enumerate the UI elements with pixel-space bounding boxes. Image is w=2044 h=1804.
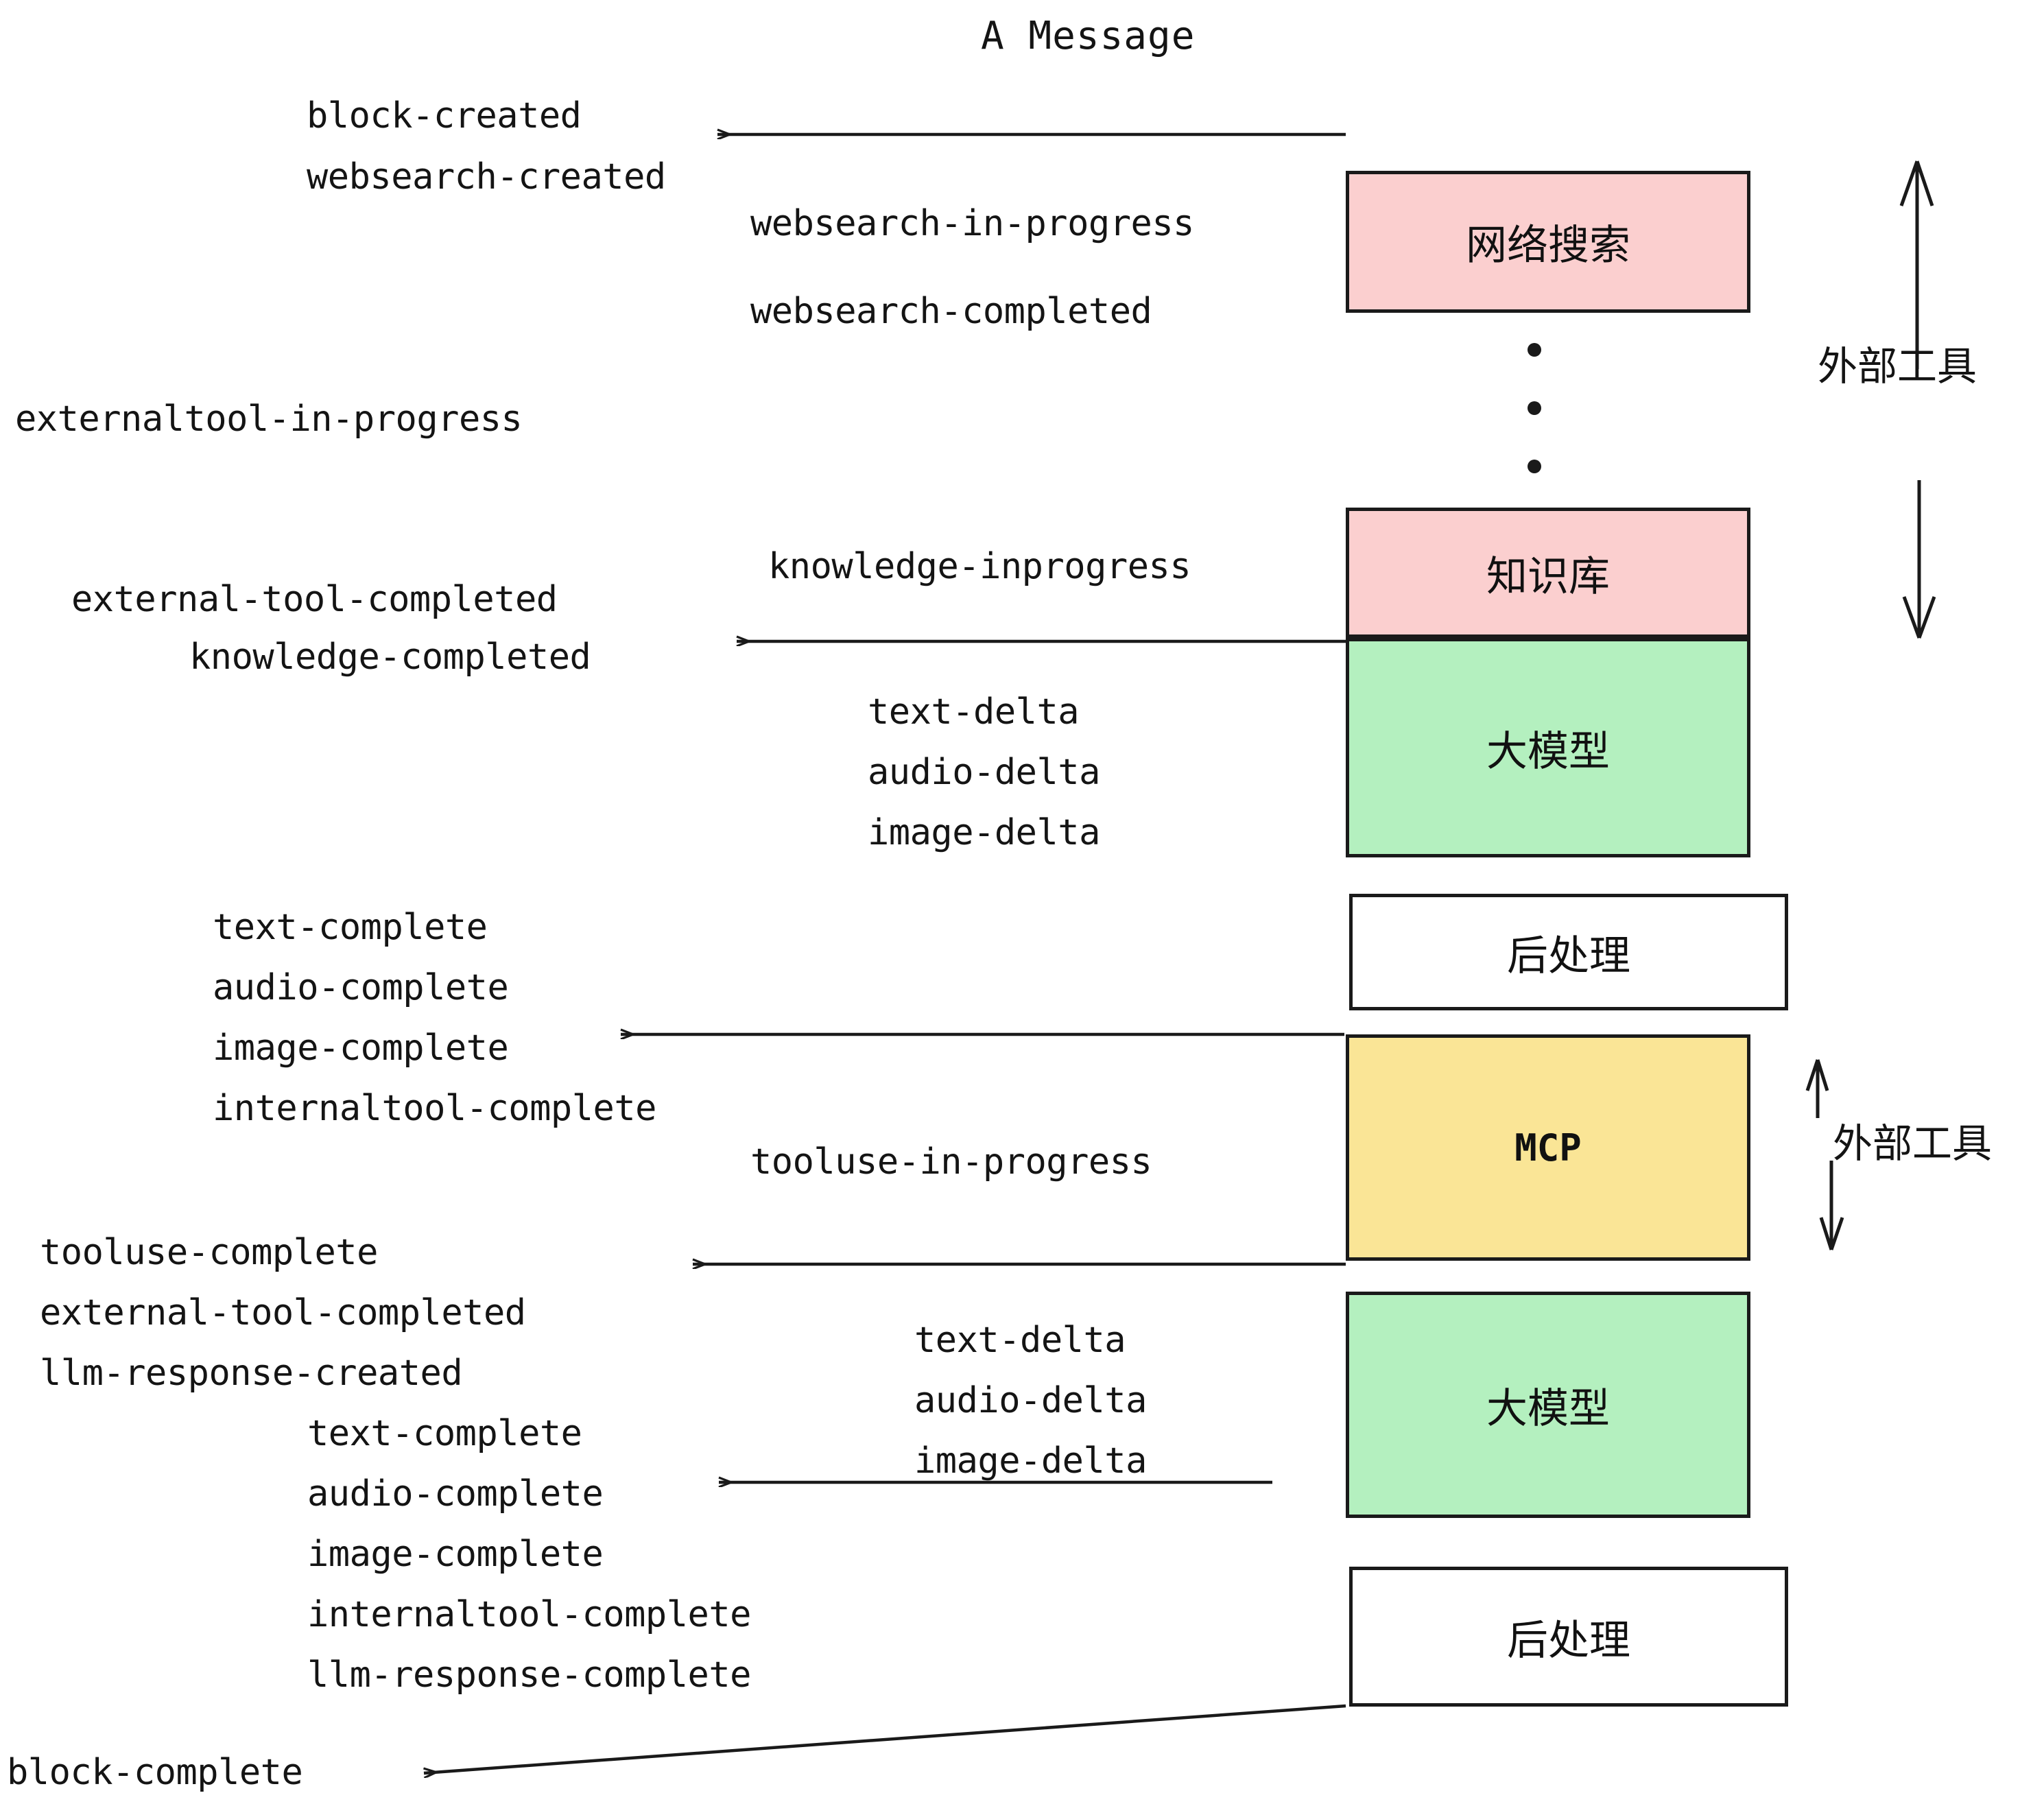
node-post-bottom[interactable]: 后处理	[1349, 1567, 1788, 1707]
event-internaltool-complete-2: internaltool-complete	[307, 1594, 751, 1635]
event-llm-response-complete: llm-response-complete	[307, 1654, 751, 1696]
event-websearch-created: websearch-created	[307, 156, 666, 198]
ellipsis-dots	[1526, 343, 1543, 473]
external-tools-range-top	[1899, 161, 1936, 639]
event-websearch-in-progress: websearch-in-progress	[750, 203, 1194, 244]
event-audio-delta-1: audio-delta	[868, 752, 1100, 793]
node-websearch[interactable]: 网络搜索	[1346, 171, 1750, 313]
node-mcp[interactable]: MCP	[1346, 1034, 1750, 1261]
arrow-post-to-block-complete	[424, 1704, 1346, 1773]
diagram-title: A Message	[981, 14, 1196, 58]
event-tooluse-in-progress: tooluse-in-progress	[750, 1141, 1152, 1183]
node-llm-bottom[interactable]: 大模型	[1346, 1292, 1750, 1518]
event-text-delta-1: text-delta	[868, 691, 1080, 733]
event-text-delta-2: text-delta	[914, 1320, 1126, 1361]
side-label-external-tools-bottom: 外部工具	[1833, 1120, 1993, 1167]
dot	[1528, 343, 1541, 357]
event-text-complete-2: text-complete	[307, 1413, 582, 1454]
node-knowledge-label: 知识库	[1486, 552, 1610, 601]
node-knowledge[interactable]: 知识库	[1346, 508, 1750, 638]
node-llm-top[interactable]: 大模型	[1346, 638, 1750, 857]
event-externaltool-in-progress: externaltool-in-progress	[15, 399, 523, 440]
event-block-complete: block-complete	[7, 1752, 303, 1793]
node-llm-top-label: 大模型	[1486, 727, 1610, 776]
event-audio-delta-2: audio-delta	[914, 1380, 1147, 1421]
event-llm-response-created: llm-response-created	[40, 1353, 463, 1394]
node-llm-bottom-label: 大模型	[1486, 1384, 1610, 1433]
node-post-bottom-label: 后处理	[1507, 1616, 1630, 1665]
event-image-delta-1: image-delta	[868, 812, 1100, 853]
event-audio-complete-2: audio-complete	[307, 1473, 604, 1515]
event-image-delta-2: image-delta	[914, 1440, 1147, 1482]
event-text-complete-1: text-complete	[213, 907, 488, 948]
event-block-created: block-created	[307, 95, 582, 137]
event-knowledge-completed: knowledge-completed	[189, 637, 591, 678]
event-image-complete-1: image-complete	[213, 1028, 509, 1069]
node-post-top[interactable]: 后处理	[1349, 894, 1788, 1010]
event-image-complete-2: image-complete	[307, 1534, 604, 1575]
event-external-tool-completed-1: external-tool-completed	[71, 579, 558, 620]
event-internaltool-complete-1: internaltool-complete	[213, 1088, 656, 1129]
side-label-external-tools-top: 外部工具	[1818, 343, 1977, 390]
node-mcp-label: MCP	[1514, 1126, 1582, 1170]
event-websearch-completed: websearch-completed	[750, 291, 1152, 332]
node-websearch-label: 网络搜索	[1466, 222, 1630, 270]
dot	[1528, 460, 1541, 473]
event-tooluse-complete: tooluse-complete	[40, 1232, 378, 1273]
event-audio-complete-1: audio-complete	[213, 967, 509, 1008]
event-external-tool-completed-2: external-tool-completed	[40, 1292, 526, 1333]
dot	[1528, 401, 1541, 415]
node-post-top-label: 后处理	[1507, 931, 1630, 980]
event-knowledge-inprogress: knowledge-inprogress	[768, 546, 1191, 587]
